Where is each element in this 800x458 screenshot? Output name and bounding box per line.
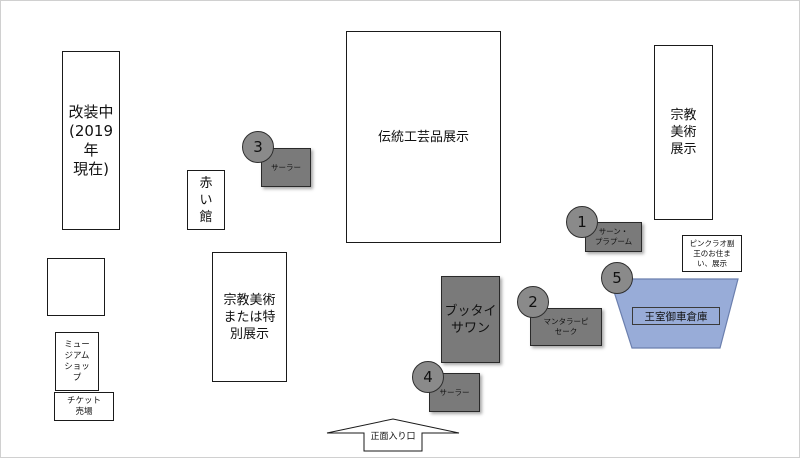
- renovation-label: 改装中 (2019 年 現在): [68, 102, 114, 178]
- buddhaisawan-building: ブッタイ サワン: [441, 276, 500, 363]
- royal-garage-label: 王室御車倉庫: [644, 310, 708, 323]
- ticket-office: チケット 売場: [54, 392, 114, 421]
- marker-2: 2: [517, 286, 549, 318]
- marker-1-number: 1: [577, 213, 587, 231]
- marker-5: 5: [601, 262, 633, 294]
- museum-shop: ミュー ジアム ショッ プ: [55, 332, 99, 391]
- sala-4-label: サーラー: [439, 387, 470, 397]
- sala-3-label: サーラー: [271, 162, 301, 172]
- buddhaisawan-label: ブッタイ サワン: [444, 303, 497, 336]
- marker-4-number: 4: [423, 368, 433, 386]
- renovation-building: 改装中 (2019 年 現在): [62, 51, 120, 230]
- marker-4: 4: [412, 361, 444, 393]
- sam-prasarn-building: サーン・ プラプーム: [585, 222, 642, 252]
- museum-shop-label: ミュー ジアム ショッ プ: [64, 339, 90, 383]
- mandapa-label: マンタラーピ セーク: [543, 317, 589, 336]
- entrance-label: 正面入り口: [370, 432, 416, 442]
- red-pavilion: 赤 い 館: [187, 170, 225, 230]
- marker-3-number: 3: [253, 138, 263, 156]
- ticket-office-label: チケット 売場: [66, 395, 101, 417]
- religious-art-building-right: 宗教 美術 展示: [654, 45, 713, 220]
- unlabeled-building: [47, 258, 105, 316]
- traditional-crafts-building: 伝統工芸品展示: [346, 31, 501, 243]
- pink-throne-residence: ピンクラオ副 王のお住ま い、展示: [682, 235, 742, 272]
- marker-5-number: 5: [612, 269, 622, 287]
- red-pavilion-label: 赤 い 館: [199, 175, 213, 225]
- marker-3: 3: [242, 131, 274, 163]
- sam-prasarn-label: サーン・ プラプーム: [594, 227, 633, 246]
- entrance-arrow: [326, 418, 460, 452]
- marker-1: 1: [566, 206, 598, 238]
- religious-art-right-label: 宗教 美術 展示: [670, 108, 697, 157]
- pink-throne-label: ピンクラオ副 王のお住ま い、展示: [689, 238, 735, 268]
- traditional-crafts-label: 伝統工芸品展示: [377, 129, 469, 145]
- sala-building-3: サーラー: [261, 148, 311, 187]
- royal-garage-label-box: 王室御車倉庫: [632, 307, 720, 325]
- religious-special-building: 宗教美術 または特 別展示: [212, 252, 287, 382]
- religious-special-label: 宗教美術 または特 別展示: [223, 292, 276, 342]
- marker-2-number: 2: [528, 293, 538, 311]
